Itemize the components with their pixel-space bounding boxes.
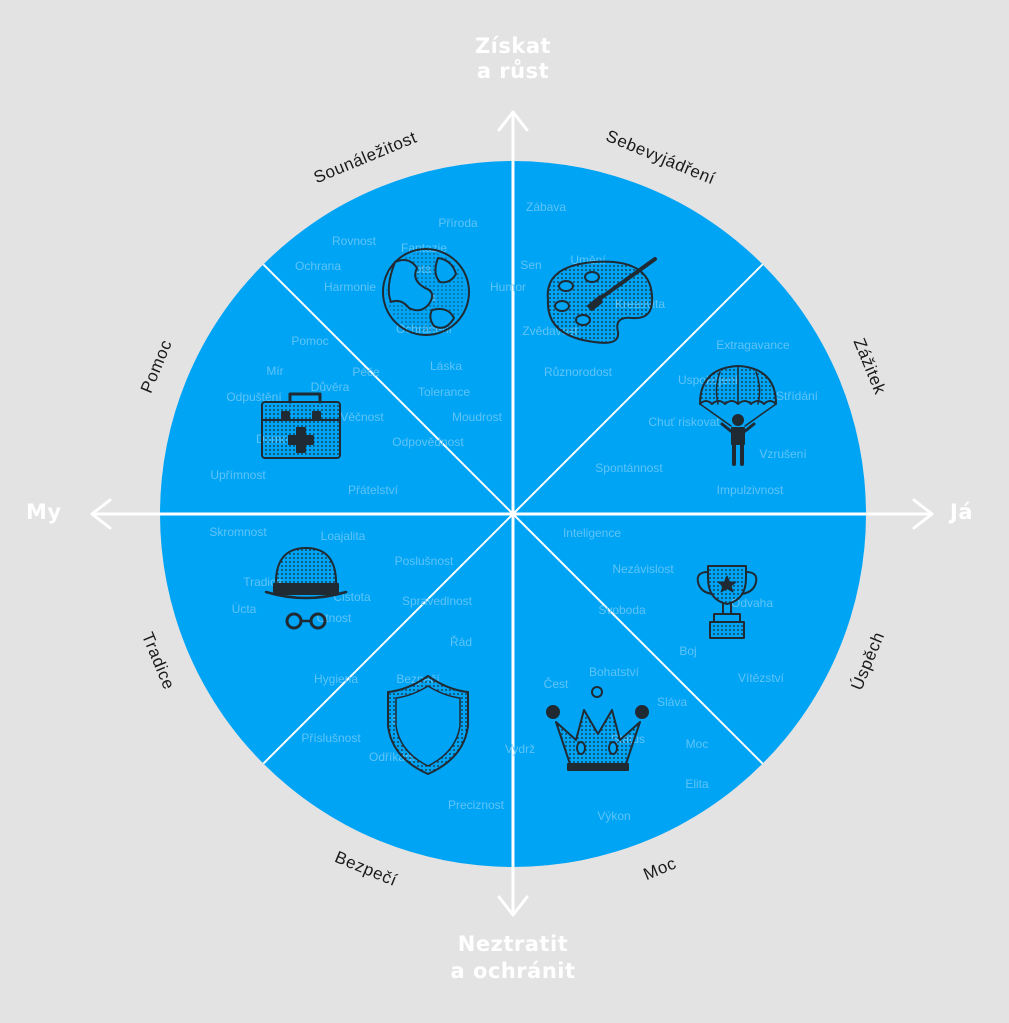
value-word-moc: Moc: [686, 737, 709, 751]
trophy-icon: [696, 565, 758, 639]
value-word-slava: Sláva: [657, 695, 687, 709]
segment-label-sounalezitost: Sounáležitost: [311, 128, 420, 188]
divider-se: [512, 513, 764, 765]
segment-label-moc: Moc: [641, 853, 680, 884]
value-word-vykon: Výkon: [597, 809, 630, 823]
value-word-pece: Péče: [352, 365, 380, 379]
value-word-odpusteni: Odpuštění: [226, 390, 282, 404]
value-word-pomoc: Pomoc: [291, 334, 328, 348]
axis-bottom-line2: a ochránit: [450, 959, 576, 983]
paint-palette-icon: [546, 257, 657, 344]
value-word-vecnost: Věčnost: [340, 410, 384, 424]
value-word-chut-riskovat: Chuť riskovat: [648, 415, 720, 429]
value-word-tolerance: Tolerance: [418, 385, 470, 399]
axis-horizontal: [90, 498, 934, 530]
value-word-sen: Sen: [520, 258, 541, 272]
value-word-odvaha: Odvaha: [731, 596, 773, 610]
axis-top-line2: a růst: [476, 59, 550, 83]
value-word-preciznost: Preciznost: [448, 798, 505, 812]
value-word-humor: Humor: [490, 280, 526, 294]
value-word-svoboda: Svoboda: [598, 603, 646, 617]
value-word-duvera: Důvěra: [311, 380, 350, 394]
axis-bottom-line1: Neztratit: [457, 932, 569, 956]
segment-label-bezpeci: Bezpečí: [332, 847, 400, 890]
parachute-icon: [699, 365, 777, 466]
value-word-moudrost: Moudrost: [452, 410, 503, 424]
hat-glasses-icon: [264, 547, 348, 630]
value-word-inteligence: Inteligence: [563, 526, 621, 540]
value-word-zabava: Zábava: [526, 200, 566, 214]
axis-top-line1: Získat: [474, 34, 552, 58]
segment-label-uspech: Úspěch: [847, 629, 888, 693]
value-word-mir: Mír: [266, 364, 283, 378]
globe-icon: [382, 248, 470, 336]
value-word-laska: Láska: [430, 359, 462, 373]
divider-nw: [262, 263, 514, 515]
value-word-skromnost: Skromnost: [209, 525, 267, 539]
value-word-priroda: Příroda: [438, 216, 478, 230]
axis-left-label: My: [26, 500, 62, 524]
value-word-elita: Elita: [685, 777, 709, 791]
value-word-spontannost: Spontánnost: [595, 461, 663, 475]
value-word-spravedlnost: Spravedlnost: [402, 594, 473, 608]
value-word-ctnost: Ctnost: [317, 611, 352, 625]
value-word-bohatstvi: Bohatství: [589, 665, 640, 679]
value-word-ucta: Úcta: [232, 601, 257, 616]
value-word-prislusnost: Příslušnost: [301, 731, 361, 745]
value-word-cest: Čest: [544, 676, 569, 691]
value-word-vitezstvi: Vítězství: [738, 671, 785, 685]
value-word-ochrana: Ochrana: [295, 259, 341, 273]
value-word-extragavance: Extragavance: [716, 338, 790, 352]
value-word-vydrz: Vydrž: [505, 742, 535, 756]
value-word-nezavislost: Nezávislost: [612, 562, 674, 576]
value-word-rad: Řád: [450, 634, 472, 649]
axis-bottom-label: Neztratit a ochránit: [413, 931, 613, 985]
axis-top-label: Získat a růst: [433, 34, 593, 84]
value-word-vzruseni: Vzrušení: [759, 447, 807, 461]
value-word-odpovednost: Odpovědnost: [392, 435, 464, 449]
value-word-boj: Boj: [679, 644, 696, 658]
value-word-harmonie: Harmonie: [324, 280, 376, 294]
value-word-hygiena: Hygiena: [314, 672, 358, 686]
value-word-pratelstvi: Přátelství: [348, 483, 399, 497]
value-word-loajalita: Loajalita: [321, 529, 366, 543]
value-word-stridani: Střídání: [776, 389, 819, 403]
value-word-poslusnost: Poslušnost: [395, 554, 454, 568]
value-word-uprimnost: Upřímnost: [210, 468, 266, 482]
segment-label-zazitek: Zážitek: [850, 335, 890, 397]
divider-sw: [262, 513, 514, 765]
divider-ne: [512, 263, 764, 515]
value-word-ruznorodost: Různorodost: [544, 365, 613, 379]
value-word-impulzivnost: Impulzivnost: [717, 483, 784, 497]
first-aid-kit-icon: [261, 392, 341, 459]
shield-icon: [387, 675, 469, 775]
segment-label-pomoc: Pomoc: [137, 337, 176, 396]
value-word-rovnost: Rovnost: [332, 234, 377, 248]
segment-label-tradice: Tradice: [138, 629, 179, 692]
axis-right-label: Já: [950, 500, 973, 524]
crown-icon: [546, 686, 649, 771]
